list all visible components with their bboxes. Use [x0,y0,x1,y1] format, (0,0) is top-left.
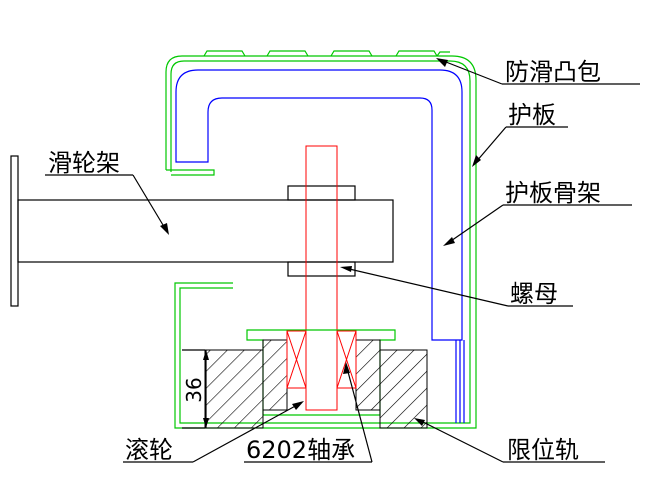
guard-plate [165,55,477,429]
dimension-36: 36 [182,377,206,402]
label-bearing: 6202轴承 [246,436,355,464]
roller-height-dimension: 36 [182,349,209,429]
anti-slip-bumps [203,50,450,57]
limit-rails [204,349,428,429]
label-guard-plate-frame: 护板骨架 [505,179,601,207]
label-nut: 螺母 [510,280,558,308]
pulley-frame [10,155,394,307]
leader-lines [45,58,640,463]
guard-plate-frame [175,69,465,423]
bearing [262,330,381,411]
bolt-and-nuts [287,145,356,411]
label-anti-slip-bump: 防滑凸包 [505,58,601,86]
label-guard-plate: 护板 [508,101,556,129]
label-pulley-frame: 滑轮架 [48,149,120,177]
label-limit-rail: 限位轨 [507,436,579,464]
label-roller: 滚轮 [125,436,173,464]
